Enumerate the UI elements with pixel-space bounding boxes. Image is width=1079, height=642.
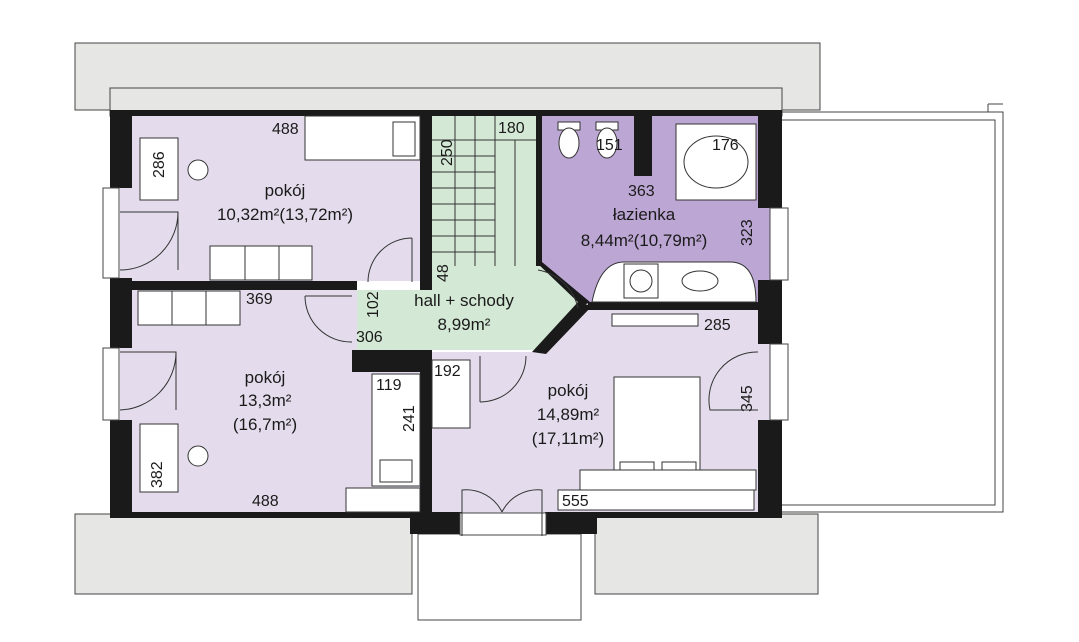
- dim-286: 286: [151, 151, 168, 178]
- door-balcony: [461, 489, 503, 536]
- roof-bottom-left: [74, 513, 413, 595]
- door-bathroom: [537, 269, 579, 309]
- room-name-bottom-left: pokój: [245, 368, 286, 387]
- staircase: [432, 116, 541, 266]
- wall-bottom-post-left: [410, 512, 462, 534]
- dim-285: 285: [704, 317, 731, 334]
- wall-bottom-left: [110, 512, 460, 518]
- dim-176: 176: [712, 137, 739, 154]
- wall-right-lower: [758, 420, 782, 514]
- dim-345: 345: [739, 385, 756, 412]
- wall-right-middle: [758, 280, 782, 344]
- dim-369: 369: [246, 291, 273, 308]
- dim-119: 119: [376, 377, 402, 394]
- wall-left-middle: [110, 278, 132, 348]
- terrace-outline: [781, 103, 1004, 513]
- doors: [119, 211, 759, 536]
- pillow-top-left: [392, 121, 416, 157]
- desk-top-left: [139, 137, 179, 201]
- wall-bath-post: [634, 116, 652, 176]
- chair-top-left: [187, 159, 209, 181]
- wall-bottom-right: [545, 512, 782, 518]
- wall-hall-top-divider: [420, 116, 432, 290]
- wall-bottom-post-right: [545, 512, 597, 534]
- room-name-hall: hall + schody: [414, 291, 514, 310]
- balcony-door: [459, 512, 547, 536]
- window-left-upper: [102, 187, 120, 279]
- balcony: [417, 533, 582, 621]
- window-right-upper: [769, 207, 789, 281]
- vanity: [591, 261, 757, 303]
- dim-180: 180: [498, 120, 525, 137]
- room-area-bathroom: 8,44m²(10,79m²): [581, 231, 708, 250]
- room-area-right-1: 14,89m²: [537, 405, 600, 424]
- room-area-bottom-left-1: 13,3m²: [239, 391, 292, 410]
- door-right-bedroom-window: [708, 351, 759, 411]
- dim-488-top: 488: [272, 121, 299, 138]
- dresser-right: [557, 489, 755, 511]
- room-name-right: pokój: [548, 381, 589, 400]
- wardrobe-bottom-left: [137, 290, 241, 326]
- wall-stair-right: [536, 116, 542, 266]
- pillow-bottom-left: [379, 459, 413, 483]
- wall-hall-diagonal: [532, 302, 592, 354]
- dim-555: 555: [562, 493, 589, 510]
- shelf-right: [611, 313, 699, 327]
- room-area-hall: 8,99m²: [438, 315, 491, 334]
- room-area-bottom-left-2: (16,7m²): [233, 415, 297, 434]
- wardrobe-top-left: [209, 245, 313, 281]
- desk-bottom-left: [139, 423, 179, 493]
- wall-left-lower: [110, 420, 132, 514]
- wall-left-upper: [110, 112, 132, 188]
- dim-151: 151: [596, 137, 623, 154]
- dim-323: 323: [739, 219, 756, 246]
- nightstand-right: [579, 469, 757, 491]
- dim-250: 250: [439, 139, 456, 166]
- walls: [110, 110, 782, 534]
- room-name-top-left: pokój: [265, 181, 306, 200]
- dim-382: 382: [149, 461, 166, 488]
- room-labels: pokój 10,32m²(13,72m²) pokój 13,3m² (16,…: [217, 181, 707, 448]
- desk-right: [431, 359, 471, 429]
- dim-363: 363: [628, 183, 655, 200]
- wall-corridor: [420, 350, 432, 513]
- roof-bottom-right: [594, 513, 819, 595]
- dim-102: 102: [365, 291, 382, 318]
- windows: [102, 187, 789, 536]
- room-area-top-left: 10,32m²(13,72m²): [217, 205, 353, 224]
- window-right-lower: [769, 343, 789, 421]
- dim-48: 48: [435, 264, 452, 282]
- window-left-lower: [102, 347, 120, 421]
- room-name-bathroom: łazienka: [613, 205, 676, 224]
- bidet: [596, 127, 618, 159]
- wall-divider-left: [120, 281, 357, 290]
- shelf-bottom-left: [345, 487, 421, 513]
- dimension-labels: 488 286 250 180 151 176 363 323 48 369 1…: [149, 120, 756, 510]
- chair-bottom-left: [187, 445, 209, 467]
- dim-241: 241: [401, 405, 418, 432]
- wall-right-upper: [758, 112, 782, 208]
- wall-hall-bottom: [352, 350, 432, 372]
- dim-306: 306: [356, 329, 383, 346]
- wall-top: [110, 110, 782, 116]
- room-hall: [357, 116, 586, 350]
- wall-bath-bottom: [588, 302, 760, 310]
- dim-488-bottom: 488: [252, 493, 279, 510]
- toilet: [558, 127, 580, 159]
- dim-192: 192: [434, 363, 461, 380]
- room-area-right-2: (17,11m²): [532, 429, 604, 448]
- furniture: [137, 115, 757, 513]
